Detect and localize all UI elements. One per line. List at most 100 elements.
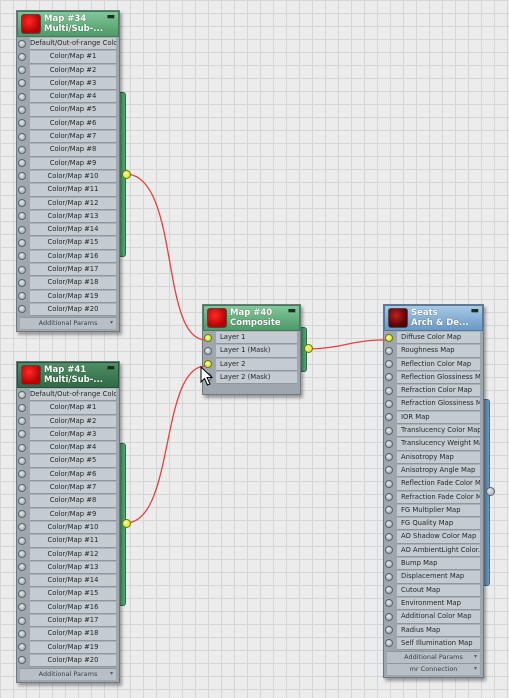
map40-output-socket[interactable] <box>304 344 313 353</box>
map41-slot-9[interactable]: Color/Map #9 <box>18 507 116 521</box>
map34-slot-19-socket-icon[interactable] <box>18 292 26 301</box>
map41-slot-10[interactable]: Color/Map #10 <box>18 520 116 535</box>
map34-slot-12[interactable]: Color/Map #12 <box>18 196 116 210</box>
map34-slot-2[interactable]: Color/Map #2 <box>18 63 116 77</box>
map40-slot-3[interactable]: Layer 2 (Mask) <box>204 370 297 385</box>
map34-slot-11-socket-icon[interactable] <box>18 185 26 194</box>
map41-slot-4[interactable]: Color/Map #4 <box>18 441 116 455</box>
seats-slot-21[interactable]: Additional Color Map <box>385 610 480 624</box>
seats-additional-params[interactable]: Additional Params▾ <box>387 651 480 664</box>
seats-slot-20-socket-icon[interactable] <box>385 599 393 608</box>
map34-slot-9[interactable]: Color/Map #9 <box>18 156 116 170</box>
map34-slot-7-socket-icon[interactable] <box>18 132 26 141</box>
seats-slot-10[interactable]: Anisotropy Angle Map <box>385 463 480 478</box>
seats-slot-16[interactable]: AO AmbientLight Color... <box>385 543 480 558</box>
map34-slot-3[interactable]: Color/Map #3 <box>18 76 116 91</box>
map41-slot-3[interactable]: Color/Map #3 <box>18 427 116 442</box>
map41-slot-1[interactable]: Color/Map #1 <box>18 401 116 415</box>
seats-slot-21-socket-icon[interactable] <box>385 612 393 621</box>
map40-slot-1-socket-icon[interactable] <box>204 346 212 355</box>
seats-slot-7-socket-icon[interactable] <box>385 426 393 435</box>
map41-slot-15[interactable]: Color/Map #15 <box>18 587 116 601</box>
map34-slot-10[interactable]: Color/Map #10 <box>18 169 116 184</box>
map34-slot-11[interactable]: Color/Map #11 <box>18 183 116 197</box>
map34-slot-5-socket-icon[interactable] <box>18 105 26 114</box>
seats-slot-13[interactable]: FG Multiplier Map <box>385 503 480 518</box>
seats-slot-19[interactable]: Cutout Map <box>385 583 480 597</box>
map34-slot-6-socket-icon[interactable] <box>18 119 26 128</box>
seats-slot-4[interactable]: Refraction Color Map <box>385 384 480 398</box>
seats-slot-12[interactable]: Refraction Fade Color Map <box>385 490 480 504</box>
map34-slot-4[interactable]: Color/Map #4 <box>18 90 116 104</box>
map41-slot-4-socket-icon[interactable] <box>18 443 26 452</box>
seats-slot-1[interactable]: Roughness Map <box>385 344 480 358</box>
map34-slot-0[interactable]: Default/Out-of-range Color <box>18 37 116 51</box>
map34-slot-4-socket-icon[interactable] <box>18 92 26 101</box>
seats-slot-19-socket-icon[interactable] <box>385 586 393 595</box>
map34-slot-17-socket-icon[interactable] <box>18 265 26 274</box>
seats-slot-0[interactable]: Diffuse Color Map <box>385 331 480 345</box>
seats-slot-23[interactable]: Self Illumination Map <box>385 636 480 651</box>
map34-slot-1-socket-icon[interactable] <box>18 52 26 61</box>
seats-slot-18[interactable]: Displacement Map <box>385 570 480 584</box>
map34-slot-14-socket-icon[interactable] <box>18 225 26 234</box>
map41-slot-5[interactable]: Color/Map #5 <box>18 454 116 468</box>
seats-slot-17-socket-icon[interactable] <box>385 559 393 568</box>
wire-map41-to-layer2[interactable] <box>126 365 206 524</box>
map40-slot-1[interactable]: Layer 1 (Mask) <box>204 344 297 358</box>
seats-slot-13-socket-icon[interactable] <box>385 506 393 515</box>
map41-slot-0-socket-icon[interactable] <box>18 390 26 399</box>
map41-slot-2-socket-icon[interactable] <box>18 417 26 426</box>
seats-slot-2[interactable]: Reflection Color Map <box>385 357 480 371</box>
map34-slot-7[interactable]: Color/Map #7 <box>18 130 116 144</box>
seats-slot-18-socket-icon[interactable] <box>385 572 393 581</box>
map34-slot-6[interactable]: Color/Map #6 <box>18 116 116 131</box>
map34-slot-16[interactable]: Color/Map #16 <box>18 249 116 264</box>
map34-slot-12-socket-icon[interactable] <box>18 199 26 208</box>
seats-slot-11-socket-icon[interactable] <box>385 479 393 488</box>
map34-slot-20-socket-icon[interactable] <box>18 305 26 314</box>
seats-slot-23-socket-icon[interactable] <box>385 639 393 648</box>
map41-slot-9-socket-icon[interactable] <box>18 510 26 519</box>
map41-slot-6[interactable]: Color/Map #6 <box>18 467 116 482</box>
map34-slot-13-socket-icon[interactable] <box>18 212 26 221</box>
seats-slot-4-socket-icon[interactable] <box>385 386 393 395</box>
seats-slot-12-socket-icon[interactable] <box>385 493 393 502</box>
seats-slot-7[interactable]: Translucency Color Map <box>385 424 480 438</box>
seats-slot-5[interactable]: Refraction Glossiness Map <box>385 397 480 411</box>
minimize-icon[interactable]: ▬ <box>106 363 115 373</box>
seats-mr-connection[interactable]: mr Connection▾ <box>387 663 480 676</box>
seats-slot-11[interactable]: Reflection Fade Color Map <box>385 477 480 491</box>
seats-slot-6-socket-icon[interactable] <box>385 413 393 422</box>
map41-slot-1-socket-icon[interactable] <box>18 403 26 412</box>
wire-map40-to-diffuse[interactable] <box>308 339 387 350</box>
map41-slot-8-socket-icon[interactable] <box>18 496 26 505</box>
map34-slot-18-socket-icon[interactable] <box>18 278 26 287</box>
map41-slot-20[interactable]: Color/Map #20 <box>18 653 116 668</box>
map41-slot-16-socket-icon[interactable] <box>18 603 26 612</box>
seats-slot-14-socket-icon[interactable] <box>385 519 393 528</box>
map40-slot-0-socket-icon[interactable] <box>204 333 212 342</box>
map34-slot-1[interactable]: Color/Map #1 <box>18 50 116 64</box>
seats-slot-3[interactable]: Reflection Glossiness Map <box>385 370 480 385</box>
map41-slot-2[interactable]: Color/Map #2 <box>18 414 116 428</box>
map41-slot-6-socket-icon[interactable] <box>18 470 26 479</box>
seats-slot-3-socket-icon[interactable] <box>385 373 393 382</box>
map40-slot-0[interactable]: Layer 1 <box>204 331 297 345</box>
minimize-icon[interactable]: ▬ <box>106 12 115 22</box>
map41-output-socket[interactable] <box>122 519 131 528</box>
seats-output-socket[interactable] <box>486 487 495 496</box>
seats-slot-8[interactable]: Translucency Weight Map <box>385 437 480 451</box>
map41-slot-7-socket-icon[interactable] <box>18 483 26 492</box>
map40-slot-2-socket-icon[interactable] <box>204 360 212 369</box>
map41-slot-10-socket-icon[interactable] <box>18 523 26 532</box>
map34-slot-20[interactable]: Color/Map #20 <box>18 302 116 317</box>
seats-slot-20[interactable]: Environment Map <box>385 596 480 611</box>
seats-slot-8-socket-icon[interactable] <box>385 439 393 448</box>
seats-slot-10-socket-icon[interactable] <box>385 466 393 475</box>
map41-slot-7[interactable]: Color/Map #7 <box>18 481 116 495</box>
